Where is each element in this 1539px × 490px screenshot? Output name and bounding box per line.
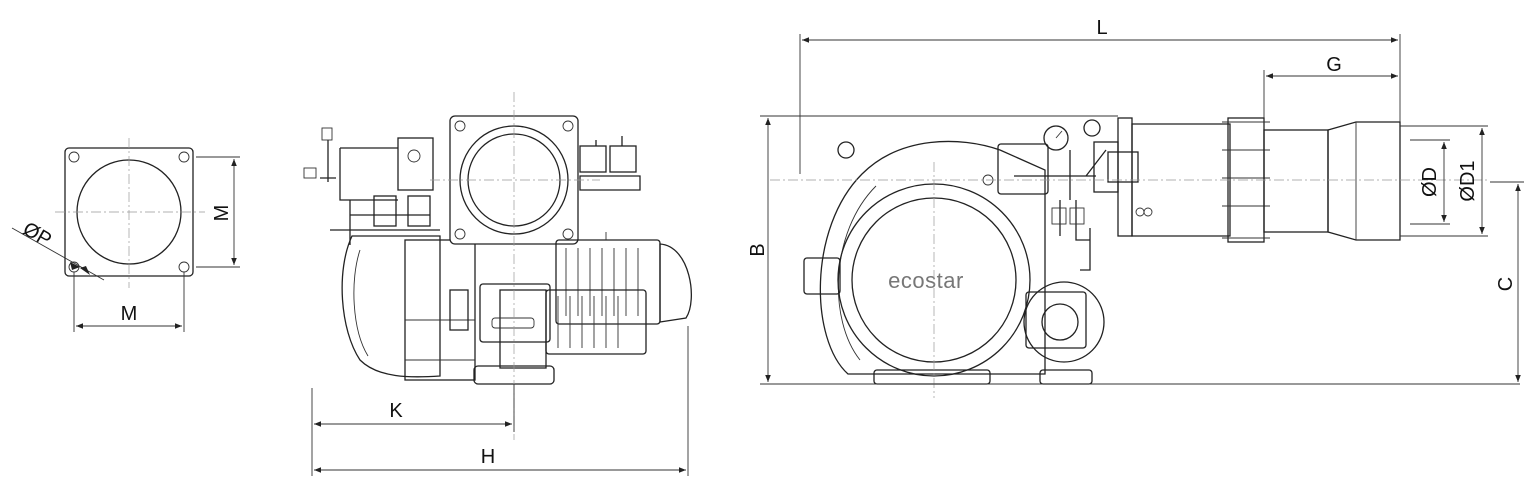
p-leader-line	[11, 227, 105, 281]
side-fan-housing	[819, 140, 1046, 375]
burner-mounting-flange	[1117, 117, 1133, 237]
combustion-head	[1327, 121, 1401, 241]
dimension-label-d: ØD	[1419, 167, 1441, 197]
side-pump	[1023, 281, 1105, 363]
control-box	[997, 143, 1049, 195]
bolt-hole	[178, 261, 190, 273]
blast-tube	[1131, 123, 1231, 237]
dimension-label-g: G	[1326, 54, 1342, 76]
fan-motor	[555, 239, 661, 325]
brand-logo-text: ecostar	[888, 268, 964, 293]
housing-body	[404, 239, 476, 381]
mounting-flange-view: ØP M M	[11, 138, 240, 332]
dimension-label-l: L	[1096, 17, 1107, 39]
side-lifting-eye	[1083, 119, 1101, 137]
bolt-hole	[178, 151, 190, 163]
pump	[479, 283, 551, 343]
pressure-gauge-icon	[1043, 125, 1069, 151]
dimension-label-m-vertical: M	[211, 205, 233, 222]
bolt-hole	[68, 151, 80, 163]
fan-housing	[341, 235, 441, 378]
side-base-foot	[873, 369, 991, 385]
dimension-label-b: B	[747, 243, 769, 256]
dimension-label-k: K	[389, 400, 403, 422]
burner-side-view: ecostar	[747, 17, 1524, 398]
dimension-label-d1: ØD1	[1457, 160, 1479, 201]
dimension-label-p: ØP	[19, 218, 55, 252]
pump-motor	[545, 289, 647, 355]
burner-front-view: K H	[303, 92, 692, 476]
dimension-label-m-horizontal: M	[121, 303, 138, 325]
gas-valve	[397, 137, 434, 191]
dimension-label-c: C	[1495, 277, 1517, 291]
dimension-label-h: H	[481, 446, 495, 468]
